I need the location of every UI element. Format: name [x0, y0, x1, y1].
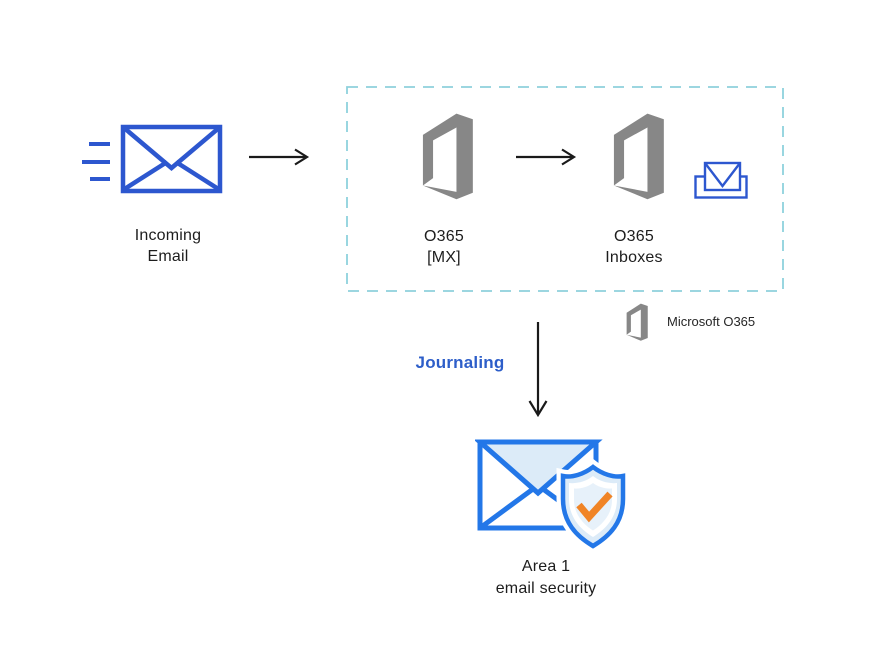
legend-microsoft-o365-label: Microsoft O365 [667, 314, 756, 329]
o365-boundary-dashed-box [346, 86, 784, 292]
o365-mx-label-line1: O365 [424, 228, 464, 245]
area1-label-line1: Area 1 [521, 558, 571, 575]
area1-label-line2: email security [495, 580, 597, 597]
email-security-shield-icon [475, 439, 627, 551]
incoming-email-label-line2: Email [147, 248, 189, 265]
speed-lines [82, 142, 110, 181]
o365-inboxes-label: O365 Inboxes [574, 226, 694, 268]
incoming-email-envelope-icon [82, 124, 223, 194]
arrow-down-icon [528, 322, 548, 418]
o365-inboxes-label-line2: Inboxes [605, 249, 663, 266]
office365-logo-icon [626, 303, 648, 341]
arrow-right-icon [249, 148, 310, 166]
inbox-tray-icon [694, 161, 748, 199]
area1-email-security-label: Area 1 email security [463, 556, 629, 600]
incoming-email-label: Incoming Email [88, 225, 248, 267]
office365-logo-icon [613, 113, 664, 200]
arrow-right-icon [516, 148, 577, 166]
o365-mx-label: O365 [MX] [384, 226, 504, 268]
office365-logo-icon [422, 113, 473, 200]
incoming-email-label-line1: Incoming [134, 227, 202, 244]
journaling-label: Journaling [415, 353, 505, 372]
o365-inboxes-label-line1: O365 [614, 228, 654, 245]
o365-mx-label-line2: [MX] [427, 249, 461, 266]
